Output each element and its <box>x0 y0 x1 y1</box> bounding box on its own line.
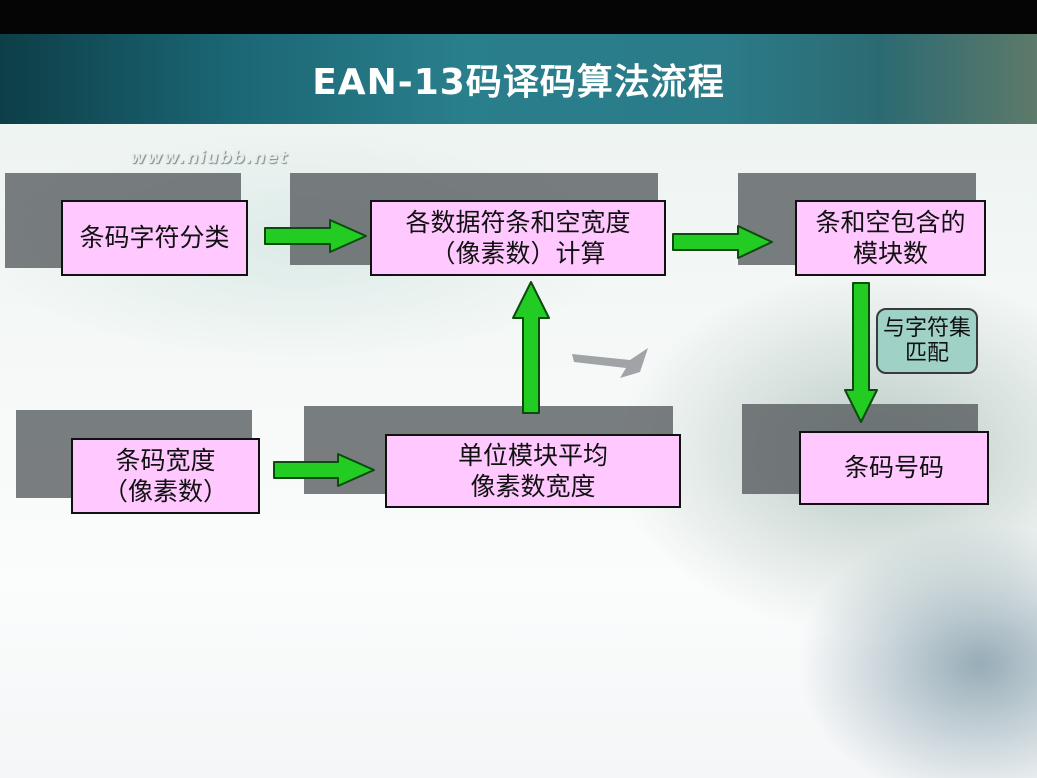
node-line: （像素数） <box>102 477 228 506</box>
node-line: 条码字符分类 <box>79 223 230 253</box>
node-line: 像素数宽度 <box>470 472 596 501</box>
note-line: 与字符集 <box>882 315 971 341</box>
arrow-classify-to-width <box>264 219 367 253</box>
arrow-shadow <box>572 348 648 378</box>
node-line: 各数据符条和空宽度 <box>405 207 631 237</box>
arrow-width-to-modules <box>672 225 773 259</box>
arrow-unit-to-width-calc <box>512 281 550 414</box>
node-line: 条码号码 <box>843 453 944 483</box>
note-line: 匹配 <box>904 341 949 366</box>
node-line: （像素数）计算 <box>430 239 606 268</box>
arrow-shadows <box>572 348 648 378</box>
node-module-count: 条和空包含的 模块数 <box>795 200 986 276</box>
node-unit-module-width: 单位模块平均 像素数宽度 <box>385 434 681 508</box>
node-line: 模块数 <box>852 239 928 268</box>
slide-title: EAN-13码译码算法流程 <box>312 62 725 103</box>
node-line: 单位模块平均 <box>457 440 608 470</box>
title-bar <box>0 34 1037 124</box>
note-charset-match: 与字符集 匹配 <box>876 308 978 374</box>
top-black-band <box>0 0 1037 34</box>
arrow-modules-to-number <box>844 282 878 423</box>
node-char-classify: 条码字符分类 <box>61 200 248 276</box>
arrow-barcode-width-to-unit <box>273 453 375 487</box>
node-width-calc: 各数据符条和空宽度 （像素数）计算 <box>370 200 666 276</box>
node-line: 条码宽度 <box>115 445 216 475</box>
watermark: www.niubb.net <box>130 148 289 168</box>
node-barcode-width: 条码宽度 （像素数） <box>71 438 260 514</box>
node-barcode-number: 条码号码 <box>799 431 989 505</box>
node-line: 条和空包含的 <box>815 207 966 237</box>
